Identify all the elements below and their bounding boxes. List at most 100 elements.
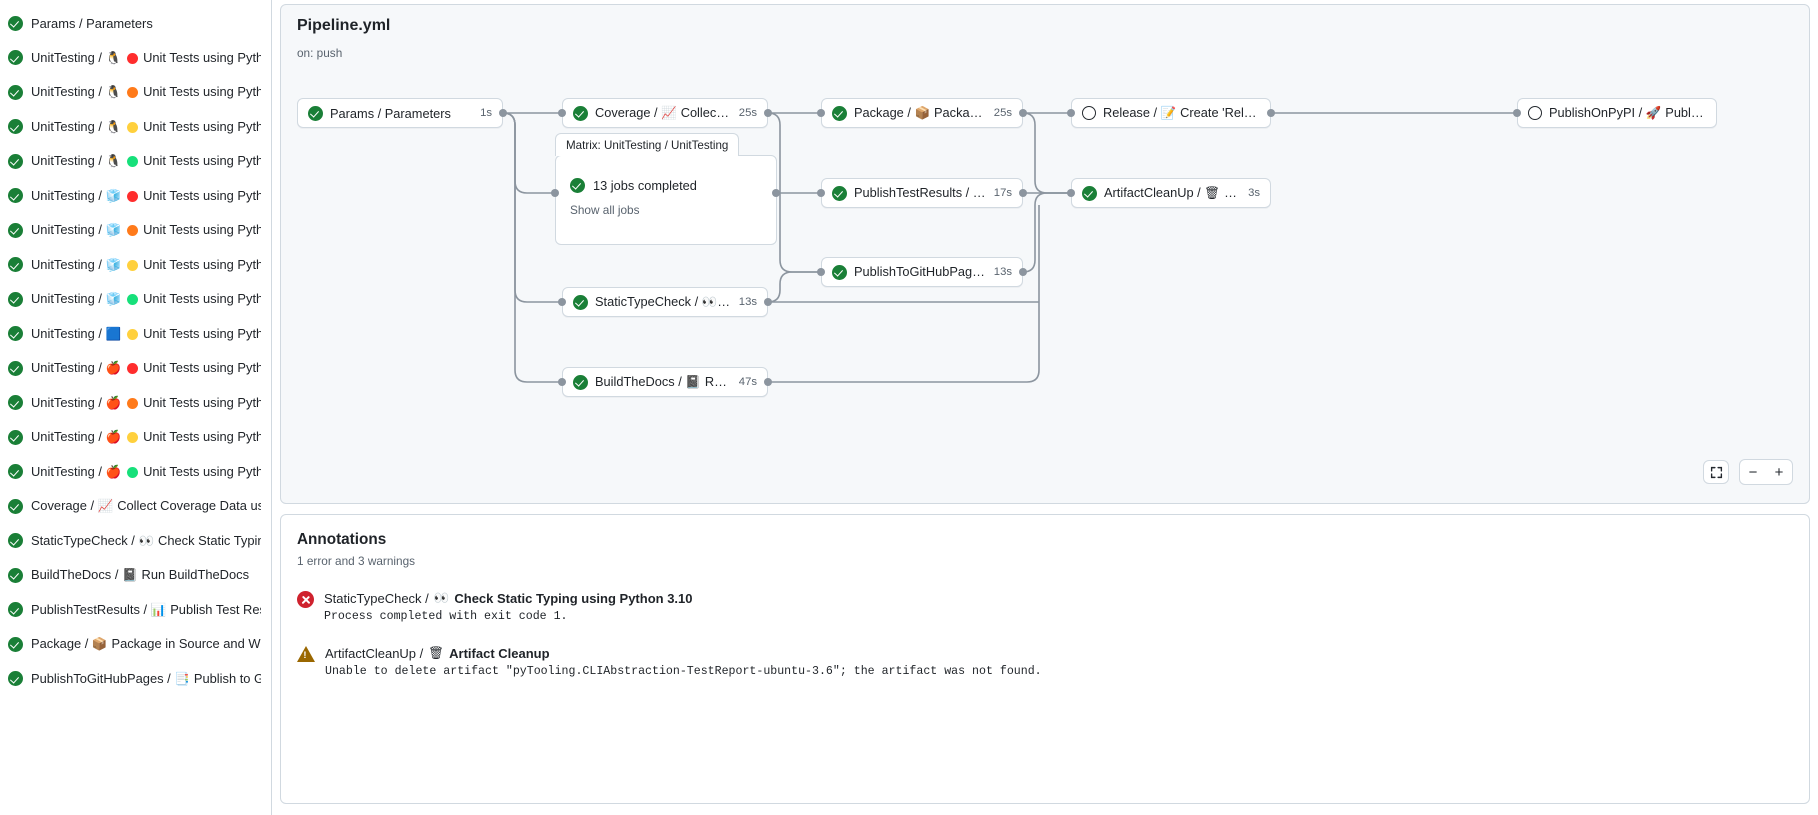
sidebar-job-prefix: UnitTesting / [31,153,106,169]
job-emoji-icon: 🟦 [105,325,126,341]
zoom-button-group[interactable]: − + [1739,459,1793,485]
sidebar-job-item[interactable]: UnitTesting / 🐧 Unit Tests using Pyth... [0,41,271,76]
sidebar-job-step: Check Static Typing... [158,532,261,548]
job-emoji-icon: 🧊 [105,187,126,203]
sidebar-job-step: Publish Test Resu... [170,601,261,617]
graph-zoom-controls[interactable]: − + [1703,459,1793,485]
python-version-dot-icon [127,328,139,340]
sidebar-job-item[interactable]: BuildTheDocs / 📓 Run BuildTheDocs [0,558,271,593]
success-check-icon [8,671,23,687]
sidebar-job-label: UnitTesting / 🍎 Unit Tests using Pyth... [31,464,261,480]
sidebar-job-label: PublishTestResults / 📊 Publish Test Resu… [31,602,261,618]
success-check-icon [8,533,23,549]
graph-node-coverage[interactable]: Coverage / 📈 Collect Cove...25s [562,98,768,128]
annotation-step: Check Static Typing using Python 3.10 [454,590,693,606]
success-check-icon [832,105,847,121]
sidebar-job-item[interactable]: UnitTesting / 🐧 Unit Tests using Pyth... [0,110,271,145]
success-check-icon [1082,185,1097,201]
sidebar-job-item[interactable]: StaticTypeCheck / 👀 Check Static Typing.… [0,524,271,559]
success-check-icon [8,188,23,204]
python-version-dot-icon [127,397,139,409]
sidebar-job-label: UnitTesting / 🧊 Unit Tests using Pyth... [31,257,261,273]
show-all-jobs-link[interactable]: Show all jobs [570,203,640,217]
graph-node-buildthedocs[interactable]: BuildTheDocs / 📓 Run Buil...47s [562,367,768,397]
sidebar-job-item[interactable]: UnitTesting / 🟦 Unit Tests using Pyth... [0,317,271,352]
graph-title: Pipeline.yml [297,17,391,34]
graph-ports [499,109,1521,386]
workflow-graph-card: Pipeline.yml on: push [280,4,1810,504]
annotation-heading: StaticTypeCheck / 👀Check Static Typing u… [324,590,693,606]
sidebar-job-label: UnitTesting / 🐧 Unit Tests using Pyth... [31,84,261,100]
job-emoji-icon: 📊 [150,601,171,617]
graph-node-testresults[interactable]: PublishTestResults / 📊 Pu...17s [821,178,1023,208]
job-emoji-icon: 👀 [433,590,450,605]
sidebar-job-item[interactable]: Params / Parameters [0,6,271,41]
annotation-item: StaticTypeCheck / 👀Check Static Typing u… [297,590,1793,623]
matrix-group[interactable]: Matrix: UnitTesting / UnitTesting 13 job… [555,133,777,245]
zoom-in-button[interactable]: + [1774,463,1784,481]
sidebar-job-item[interactable]: UnitTesting / 🍎 Unit Tests using Pyth... [0,351,271,386]
graph-node-cleanup[interactable]: ArtifactCleanUp / 🗑 Artifac...3s [1071,178,1271,208]
job-emoji-icon: 🐧 [105,84,126,100]
sidebar-job-label: UnitTesting / 🍎 Unit Tests using Pyth... [31,395,261,411]
sidebar-job-label: BuildTheDocs / 📓 Run BuildTheDocs [31,567,249,583]
graph-trigger: on: push [297,46,343,60]
sidebar-job-item[interactable]: UnitTesting / 🍎 Unit Tests using Pyth... [0,420,271,455]
graph-node-ghpages[interactable]: PublishToGitHubPages /📑 ...13s [821,257,1023,287]
job-emoji-icon: 🗑 [428,645,445,660]
job-emoji-icon: 🧊 [105,291,126,307]
success-check-icon [8,291,23,307]
graph-node-release[interactable]: Release / 📝 Create 'Release P... [1071,98,1271,128]
success-check-icon [8,257,23,273]
graph-node-statictype[interactable]: StaticTypeCheck / 👀 Chec...13s [562,287,768,317]
sidebar-job-item[interactable]: UnitTesting / 🧊 Unit Tests using Pyth... [0,179,271,214]
sidebar-job-step: Publish to G... [193,670,261,686]
success-check-icon [573,294,588,310]
main-content: Pipeline.yml on: push [272,0,1818,815]
sidebar-job-item[interactable]: UnitTesting / 🧊 Unit Tests using Pyth... [0,213,271,248]
annotation-body: StaticTypeCheck / 👀Check Static Typing u… [324,590,693,623]
sidebar-job-prefix: Params / [31,15,87,31]
fullscreen-icon[interactable] [1703,460,1729,484]
sidebar-job-prefix: UnitTesting / [31,256,106,272]
pending-circle-icon [1528,106,1542,120]
sidebar-job-item[interactable]: UnitTesting / 🧊 Unit Tests using Pyth... [0,282,271,317]
sidebar-job-item[interactable]: UnitTesting / 🐧 Unit Tests using Pyth... [0,75,271,110]
python-version-dot-icon [127,52,139,64]
zoom-out-button[interactable]: − [1748,463,1758,481]
sidebar-job-step: Run BuildTheDocs [141,567,250,583]
sidebar-job-label: StaticTypeCheck / 👀 Check Static Typing.… [31,533,261,549]
sidebar-job-item[interactable]: UnitTesting / 🧊 Unit Tests using Pyth... [0,248,271,283]
annotation-message: Unable to delete artifact "pyTooling.CLI… [325,665,1042,678]
matrix-summary: 13 jobs completed [593,178,697,193]
sidebar-job-item[interactable]: PublishTestResults / 📊 Publish Test Resu… [0,593,271,628]
graph-node-package[interactable]: Package / 📦 Package in So...25s [821,98,1023,128]
sidebar-job-step: Parameters [86,15,153,31]
sidebar-job-step: Unit Tests using Pyth... [143,84,261,100]
annotations-title: Annotations [297,531,387,548]
sidebar-job-label: Coverage / 📈 Collect Coverage Data usi..… [31,498,261,514]
job-emoji-icon: 🐧 [105,153,126,169]
sidebar-job-step: Unit Tests using Pyth... [143,187,261,203]
sidebar-job-item[interactable]: UnitTesting / 🍎 Unit Tests using Pyth... [0,386,271,421]
sidebar-job-item[interactable]: PublishToGitHubPages / 📑 Publish to G... [0,662,271,697]
sidebar-job-item[interactable]: Coverage / 📈 Collect Coverage Data usi..… [0,489,271,524]
job-emoji-icon: 🧊 [105,256,126,272]
success-check-icon [8,395,23,411]
sidebar-job-label: Package / 📦 Package in Source and Wh... [31,636,261,652]
sidebar-job-item[interactable]: Package / 📦 Package in Source and Wh... [0,627,271,662]
graph-node-pypi[interactable]: PublishOnPyPI / 🚀 Publish to ... [1517,98,1717,128]
graph-node-duration: 13s [993,266,1012,278]
sidebar-job-item[interactable]: UnitTesting / 🐧 Unit Tests using Pyth... [0,144,271,179]
sidebar-job-label: UnitTesting / 🧊 Unit Tests using Pyth... [31,291,261,307]
success-check-icon [573,105,588,121]
sidebar-job-item[interactable]: UnitTesting / 🍎 Unit Tests using Pyth... [0,455,271,490]
annotations-card: Annotations 1 error and 3 warnings Stati… [280,514,1810,804]
python-version-dot-icon [127,363,139,375]
job-emoji-icon: 🍎 [105,463,126,479]
success-check-icon [570,178,585,193]
sidebar-job-label: UnitTesting / 🍎 Unit Tests using Pyth... [31,360,261,376]
